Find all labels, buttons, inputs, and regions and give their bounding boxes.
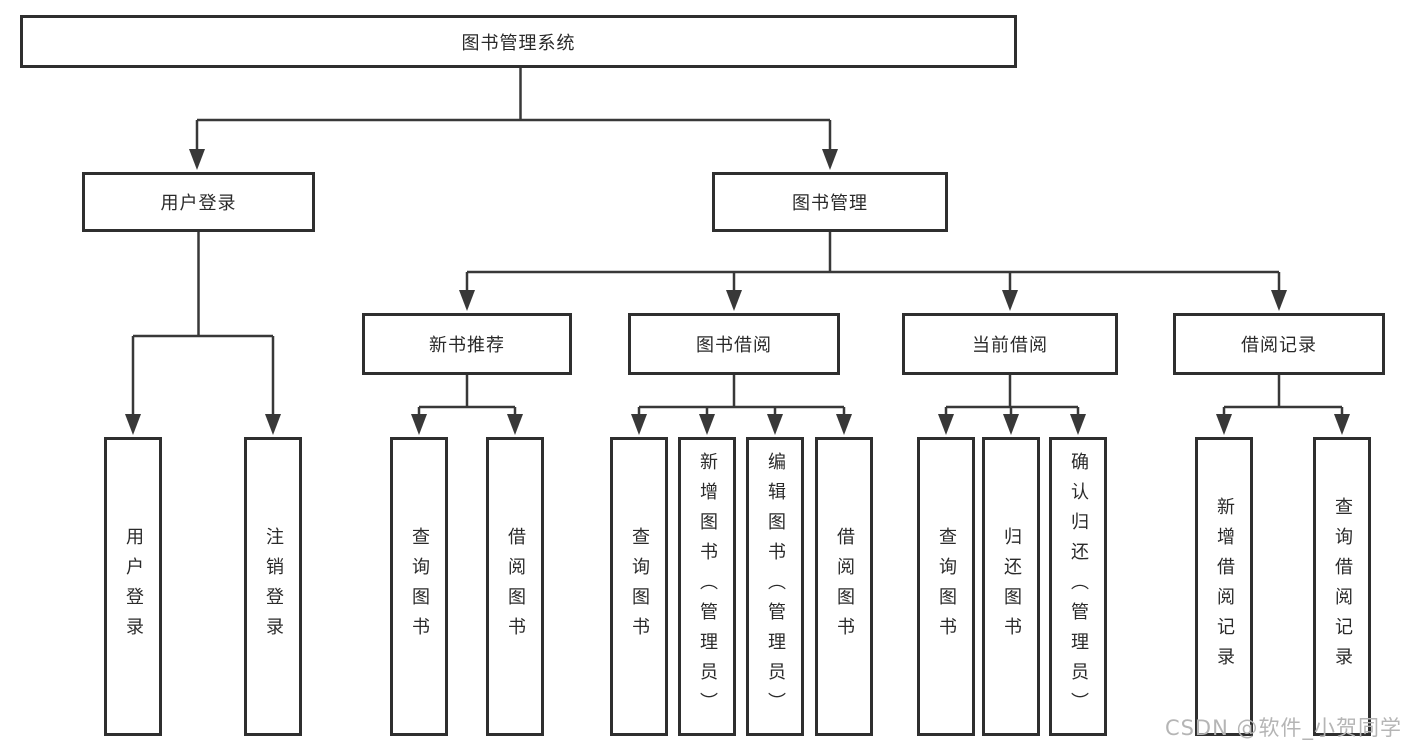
- connector-user-login: [125, 232, 281, 435]
- node-label: 图书管理: [792, 193, 868, 214]
- leaf-add-borrowing-record: 新增借阅记录: [1195, 437, 1253, 736]
- node-label: 图书管理系统: [461, 32, 576, 54]
- connector-new-book-recommendation: [411, 375, 523, 435]
- leaf-query-borrowing-record: 查询借阅记录: [1313, 437, 1371, 736]
- node-label: 查询图书: [629, 526, 650, 647]
- connector-borrowing-records: [1216, 375, 1350, 435]
- csdn-watermark: CSDN @软件_小贺同学: [1164, 716, 1402, 740]
- node-library-management-system: 图书管理系统: [20, 15, 1017, 68]
- connector-current-borrowing: [938, 375, 1086, 435]
- node-label: 查询借阅记录: [1332, 496, 1353, 677]
- node-label: 新增图书（管理员）: [697, 451, 718, 722]
- leaf-borrow-books: 借阅图书: [815, 437, 873, 736]
- leaf-confirm-return-admin: 确认归还（管理员）: [1049, 437, 1107, 736]
- node-borrowing-records: 借阅记录: [1173, 313, 1385, 375]
- leaf-query-books-current: 查询图书: [917, 437, 975, 736]
- node-label: 当前借阅: [972, 335, 1048, 356]
- node-label: 用户登录: [123, 526, 144, 647]
- node-label: 查询图书: [409, 526, 430, 647]
- node-label: 注销登录: [263, 526, 284, 647]
- leaf-logout: 注销登录: [244, 437, 302, 736]
- node-current-borrowing: 当前借阅: [902, 313, 1118, 375]
- connector-book-borrowing: [631, 375, 852, 435]
- node-label: 新增借阅记录: [1214, 496, 1235, 677]
- node-label: 新书推荐: [429, 335, 505, 356]
- node-book-management: 图书管理: [712, 172, 948, 232]
- connector-book-management: [459, 232, 1287, 311]
- leaf-add-books-admin: 新增图书（管理员）: [678, 437, 736, 736]
- node-label: 编辑图书（管理员）: [765, 451, 786, 722]
- node-label: 确认归还（管理员）: [1068, 451, 1089, 722]
- node-label: 用户登录: [160, 193, 237, 214]
- node-new-book-recommendation: 新书推荐: [362, 313, 572, 375]
- node-user-login-branch: 用户登录: [82, 172, 315, 232]
- node-book-borrowing: 图书借阅: [628, 313, 840, 375]
- node-label: 归还图书: [1001, 526, 1022, 647]
- leaf-return-books: 归还图书: [982, 437, 1040, 736]
- leaf-user-login: 用户登录: [104, 437, 162, 736]
- node-label: 图书借阅: [696, 335, 772, 356]
- connector-root-to-level2: [189, 68, 838, 170]
- leaf-edit-books-admin: 编辑图书（管理员）: [746, 437, 804, 736]
- node-label: 借阅记录: [1241, 335, 1317, 356]
- node-label: 查询图书: [936, 526, 957, 647]
- node-label: 借阅图书: [834, 526, 855, 647]
- node-label: 借阅图书: [505, 526, 526, 647]
- leaf-borrow-books-recommend: 借阅图书: [486, 437, 544, 736]
- leaf-query-books-recommend: 查询图书: [390, 437, 448, 736]
- leaf-query-books-borrowing: 查询图书: [610, 437, 668, 736]
